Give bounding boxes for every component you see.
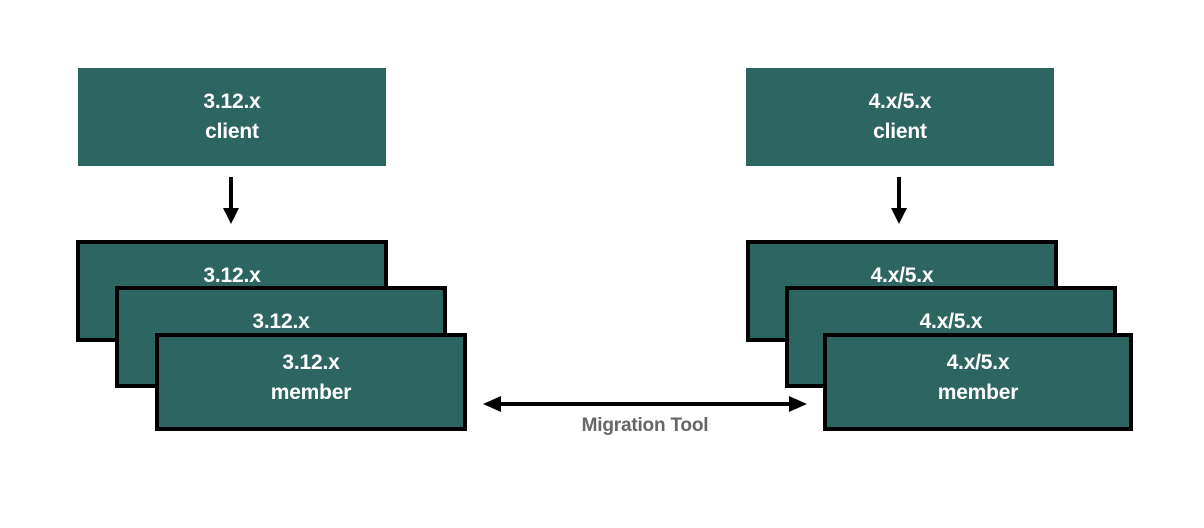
left-member-front-role: member xyxy=(270,381,352,404)
right-member-back-version: 4.x/5.x xyxy=(870,264,934,287)
right-client-role: client xyxy=(873,120,927,143)
left-member-front-version: 3.12.x xyxy=(282,351,340,374)
left-client-version: 3.12.x xyxy=(203,90,261,113)
right-client-version: 4.x/5.x xyxy=(868,90,932,113)
left-client-box: 3.12.x client xyxy=(78,68,386,166)
right-member-front-version: 4.x/5.x xyxy=(946,351,1010,374)
migration-tool-label: Migration Tool xyxy=(581,415,709,436)
right-member-middle-version: 4.x/5.x xyxy=(919,310,983,333)
left-member-back-version: 3.12.x xyxy=(203,264,261,287)
left-client-role: client xyxy=(205,120,259,143)
left-member-box-front: 3.12.x member xyxy=(155,333,467,431)
right-client-box: 4.x/5.x client xyxy=(746,68,1054,166)
right-member-front-role: member xyxy=(937,381,1019,404)
left-member-middle-version: 3.12.x xyxy=(252,310,310,333)
left-flow-arrow-down-icon xyxy=(223,177,239,224)
right-flow-arrow-down-icon xyxy=(891,177,907,224)
migration-bidirectional-arrow-icon xyxy=(483,396,807,412)
right-member-box-front: 4.x/5.x member xyxy=(823,333,1133,431)
